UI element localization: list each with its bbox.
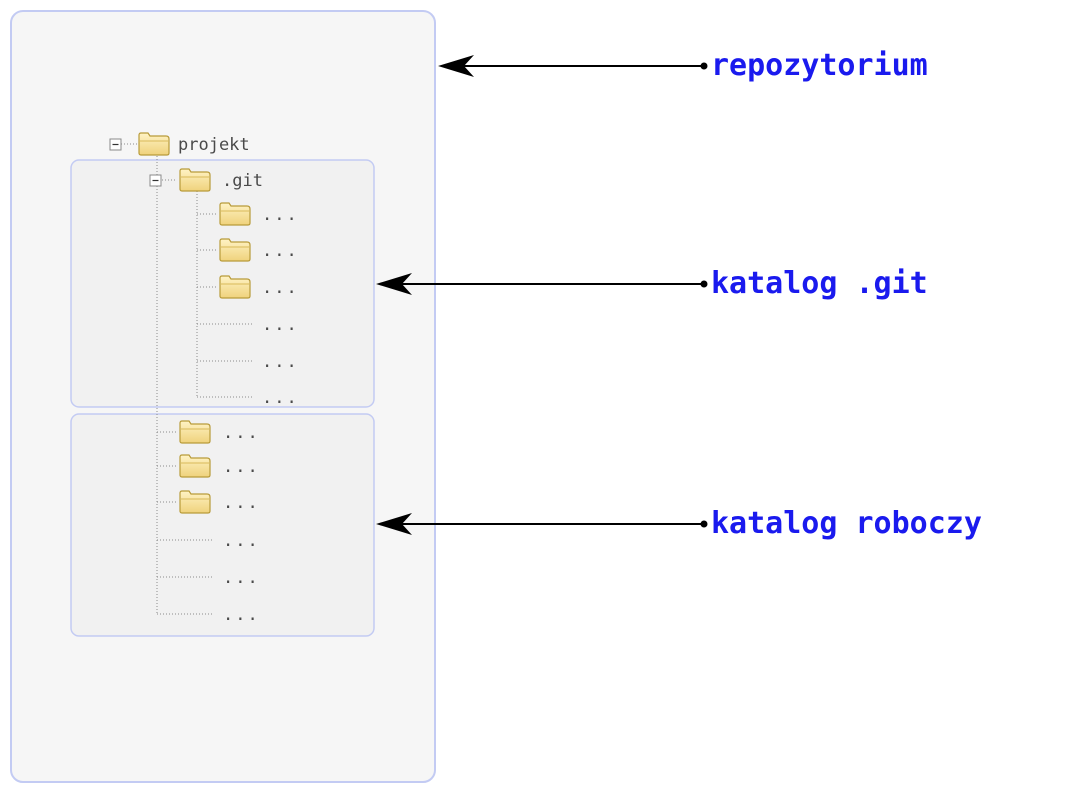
tree-node-label: ... — [262, 241, 299, 261]
callout-label: katalog roboczy — [711, 506, 982, 541]
folder-icon — [179, 420, 211, 444]
folder-icon — [219, 202, 251, 226]
tree-connector-lines — [121, 143, 252, 615]
tree-node-git-folder[interactable]: ... — [219, 275, 299, 299]
folder-icon — [219, 238, 251, 262]
tree-node-work-folder[interactable]: ... — [179, 490, 260, 514]
arrow-head-icon — [376, 513, 412, 535]
collapse-toggle-icon[interactable] — [109, 138, 122, 151]
callout-repository: repozytorium — [438, 48, 928, 83]
tree-node-work-file[interactable]: ... — [223, 605, 260, 625]
tree-node-git-file[interactable]: ... — [262, 388, 299, 408]
tree-node-label: projekt — [178, 135, 250, 155]
callout-git-dir: katalog .git — [376, 266, 928, 301]
callout-label: repozytorium — [711, 48, 928, 83]
arrow-tail-dot — [700, 280, 708, 288]
tree-node-label: .git — [222, 171, 263, 191]
tree-node-work-folder[interactable]: ... — [179, 420, 260, 444]
callout-label: katalog .git — [711, 266, 928, 301]
arrow-tail-dot — [700, 62, 708, 70]
arrow-tail-dot — [700, 520, 708, 528]
tree-node-git-file[interactable]: ... — [262, 352, 299, 372]
arrow-head-icon — [376, 273, 412, 295]
tree-node-label: ... — [223, 457, 260, 477]
folder-icon — [179, 168, 211, 192]
folder-icon — [179, 454, 211, 478]
folder-icon — [179, 490, 211, 514]
working-dir-frame — [70, 413, 375, 637]
tree-node-label: ... — [262, 205, 299, 225]
tree-node-work-file[interactable]: ... — [223, 531, 260, 551]
tree-node-git-folder[interactable]: ... — [219, 238, 299, 262]
tree-node-label: ... — [262, 278, 299, 298]
tree-node-work-file[interactable]: ... — [223, 568, 260, 588]
tree-node-root[interactable]: projekt — [109, 132, 250, 156]
callout-working-dir: katalog roboczy — [376, 506, 982, 541]
tree-node-git[interactable]: .git — [149, 168, 263, 192]
collapse-toggle-icon[interactable] — [149, 174, 162, 187]
arrow-head-icon — [438, 55, 474, 77]
folder-icon — [219, 275, 251, 299]
tree-node-git-folder[interactable]: ... — [219, 202, 299, 226]
tree-node-label: ... — [223, 493, 260, 513]
tree-node-label: ... — [223, 423, 260, 443]
folder-icon — [138, 132, 170, 156]
tree-node-work-folder[interactable]: ... — [179, 454, 260, 478]
tree-node-git-file[interactable]: ... — [262, 315, 299, 335]
